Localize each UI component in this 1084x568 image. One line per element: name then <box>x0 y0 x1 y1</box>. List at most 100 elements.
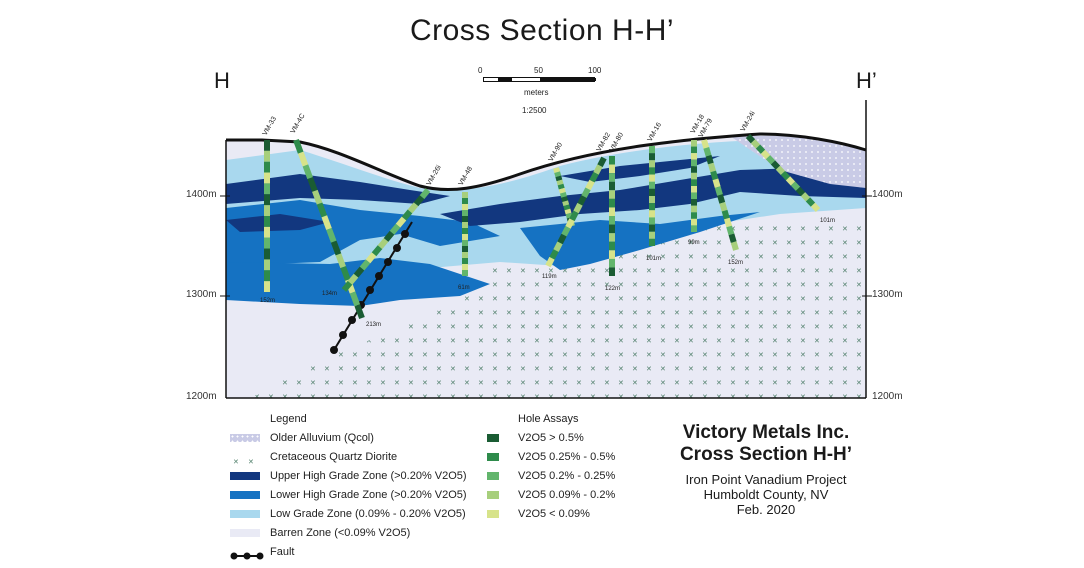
drill-hole-depth: 152m <box>260 298 275 304</box>
assay-interval <box>553 241 563 252</box>
assay-swatch <box>487 434 499 442</box>
assay-label: V2O5 0.09% - 0.2% <box>518 489 616 501</box>
drill-hole-depth: 213m <box>366 322 381 328</box>
assay-interval <box>561 226 571 237</box>
legend-swatch-alluvium <box>230 434 260 442</box>
fault-line <box>330 221 413 354</box>
elev-left-1400: 1400m <box>186 189 217 200</box>
legend-swatch-solid <box>230 472 260 480</box>
legend-label: Older Alluvium (Qcol) <box>270 432 374 444</box>
assay-swatch <box>487 472 499 480</box>
assay-interval <box>805 197 816 207</box>
assay-interval <box>710 170 719 181</box>
elev-right-1400: 1400m <box>872 189 903 200</box>
drill-hole-depth: 119m <box>542 274 557 280</box>
assay-interval <box>395 216 407 228</box>
legend-swatch-solid <box>230 510 260 518</box>
assay-interval <box>585 179 595 191</box>
svg-text:✕: ✕ <box>248 458 254 466</box>
drill-hole-label: VM-4C <box>290 113 307 135</box>
assay-interval <box>316 202 328 218</box>
assay-label: V2O5 < 0.09% <box>518 508 590 520</box>
scale-tick-0: 0 <box>478 66 483 75</box>
upper-high-grade-zone-4 <box>560 156 720 182</box>
assay-swatch <box>487 510 499 518</box>
assay-interval <box>755 144 766 154</box>
assay-label: V2O5 > 0.5% <box>518 432 584 444</box>
assay-interval <box>353 266 365 278</box>
assay-interval <box>775 165 786 176</box>
assay-interval <box>293 138 304 154</box>
upper-high-grade-zone-2 <box>226 214 330 232</box>
assay-interval <box>413 195 425 207</box>
assay-interval <box>723 217 733 228</box>
assay-interval <box>563 204 571 211</box>
assay-interval <box>307 177 318 192</box>
assay-interval <box>577 195 587 206</box>
page-title: Cross Section H-H’ <box>409 14 675 47</box>
drill-hole-label: VM-48 <box>458 166 474 187</box>
legend-label: Upper High Grade Zone (>0.20% V2O5) <box>270 470 467 482</box>
assay-interval <box>703 147 712 157</box>
drill-hole-depth: 101m <box>820 218 835 224</box>
assay-label: V2O5 0.25% - 0.5% <box>518 451 616 463</box>
assay-interval <box>556 179 564 186</box>
lower-high-grade-zone-2 <box>226 258 490 306</box>
assays-heading: Hole Assays <box>518 413 579 425</box>
assay-interval <box>407 202 419 214</box>
drill-hole-depth: 152m <box>728 260 743 266</box>
assay-interval <box>559 192 567 198</box>
elev-left-1200: 1200m <box>186 391 217 402</box>
assay-interval <box>770 160 781 170</box>
assay-interval <box>795 186 806 197</box>
assay-interval <box>593 164 603 175</box>
assay-interval <box>712 178 721 188</box>
assay-interval <box>780 170 791 181</box>
svg-text:✕: ✕ <box>233 458 239 466</box>
assay-interval <box>553 167 561 173</box>
assay-interval <box>359 259 371 271</box>
drill-hole-vm-26i: VM-26i 213m <box>341 164 443 328</box>
assay-interval <box>321 215 332 231</box>
assay-interval <box>335 253 346 269</box>
assay-interval <box>800 192 811 202</box>
assay-interval <box>297 151 309 167</box>
legend-label: Cretaceous Quartz Diorite <box>270 451 398 463</box>
assay-interval <box>401 209 413 221</box>
scale-tick-100: 100 <box>588 66 602 75</box>
assay-swatch <box>487 491 499 499</box>
legend-label: Barren Zone (<0.09% V2O5) <box>270 527 411 539</box>
drill-hole-label: VM-33 <box>262 116 278 137</box>
assay-interval <box>419 188 431 200</box>
drill-hole-depth: 99m <box>688 240 700 246</box>
elev-right-1200: 1200m <box>872 391 903 402</box>
assay-interval <box>765 155 776 165</box>
legend-label: Lower High Grade Zone (>0.20% V2O5) <box>270 489 467 501</box>
assay-interval <box>555 175 563 182</box>
scale-bar: 0 50 100 meters 1:2500 <box>478 66 608 116</box>
assay-interval <box>745 133 756 144</box>
assay-interval <box>728 233 737 243</box>
assay-interval <box>719 202 728 212</box>
assay-interval <box>589 172 599 183</box>
assay-interval <box>557 183 565 190</box>
assay-interval <box>707 162 717 173</box>
scale-unit: meters <box>524 88 549 97</box>
assay-interval <box>561 196 569 202</box>
assay-interval <box>312 189 323 205</box>
legend-label: Low Grade Zone (0.09% - 0.20% V2O5) <box>270 508 466 520</box>
assay-interval <box>347 273 359 285</box>
assay-interval <box>564 208 572 215</box>
section-name: Cross Section H-H’ <box>679 444 853 465</box>
assay-interval <box>371 245 383 257</box>
assay-interval <box>562 200 570 207</box>
quartz-diorite <box>250 214 866 398</box>
legend-swatch-solid <box>230 491 260 499</box>
assay-interval <box>750 139 761 149</box>
assay-interval <box>717 194 726 204</box>
assay-interval <box>383 230 395 242</box>
drill-hole-label: VM-90 <box>548 142 564 163</box>
assay-interval <box>760 149 771 160</box>
drill-hole-label: VM-26i <box>426 164 443 187</box>
